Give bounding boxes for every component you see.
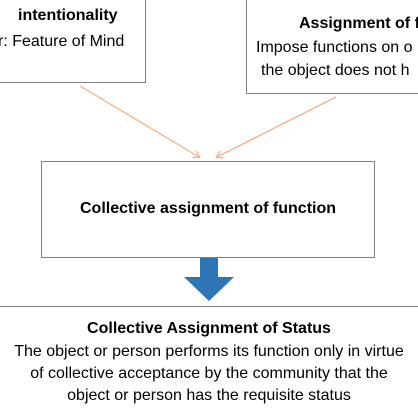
intentionality-title: intentionality (18, 7, 118, 24)
collective-function-box (41, 161, 375, 258)
down-block-arrow (184, 258, 234, 301)
intentionality-subtitle: r: Feature of Mind (0, 33, 125, 50)
assignment-title: Assignment of f (299, 15, 418, 32)
assignment-line-1: Impose functions on o (256, 39, 413, 56)
connector-left-to-middle (79, 85, 199, 157)
collective-status-line-2: of collective acceptance by the communit… (30, 365, 388, 382)
assignment-box (246, 0, 418, 94)
collective-status-title: Collective Assignment of Status (87, 320, 331, 337)
connector-right-to-middle (217, 96, 337, 157)
collective-function-label: Collective assignment of function (79, 200, 337, 217)
collective-status-box (0, 306, 418, 418)
collective-status-line-3: object or person has the requisite statu… (67, 387, 351, 404)
intentionality-box (0, 0, 146, 83)
collective-status-line-1: The object or person performs its functi… (14, 343, 404, 360)
assignment-line-2: the object does not h (261, 62, 410, 79)
